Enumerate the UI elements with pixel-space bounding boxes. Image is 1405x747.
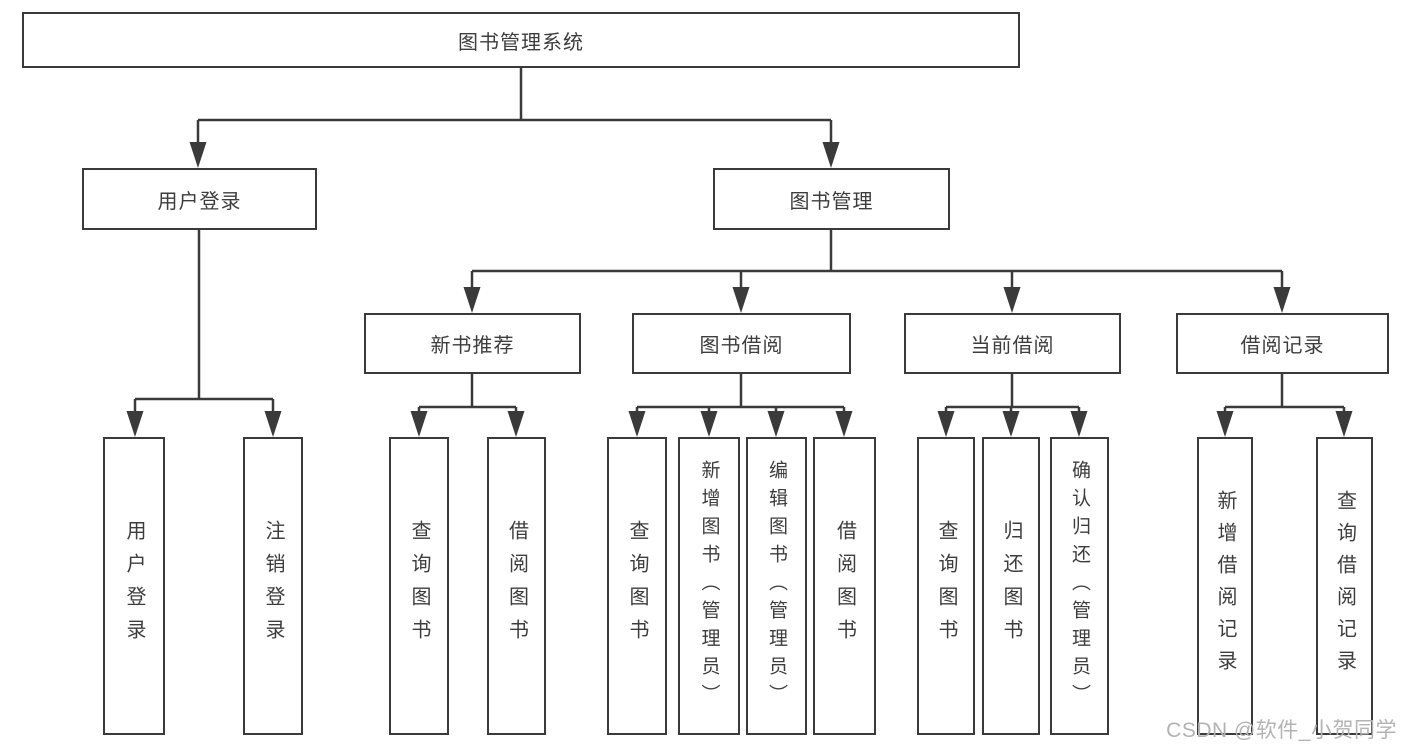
node-book-management: 图书管理 (713, 168, 950, 230)
arrowhead (822, 142, 840, 168)
leaf-add-borrow-record: 新增借阅记录 (1197, 437, 1253, 735)
connector-new-book-split (417, 374, 518, 413)
arrowhead (1216, 411, 1234, 437)
leaf-edit-books-admin: 编辑图书（管理员） (746, 437, 807, 735)
leaf-user-login-label: 用户登录 (123, 520, 145, 652)
leaf-logout-label: 注销登录 (262, 520, 284, 652)
connector-user-login-split (133, 230, 275, 413)
arrowhead (410, 411, 428, 437)
leaf-query-books-borrowing-label: 查询图书 (626, 520, 648, 652)
arrowhead (767, 411, 785, 437)
leaf-return-books: 归还图书 (982, 437, 1040, 735)
arrowhead (189, 142, 207, 168)
connector-root-split (196, 68, 833, 144)
leaf-query-books-current: 查询图书 (917, 437, 975, 735)
arrowhead (1335, 411, 1353, 437)
leaf-query-books-borrowing: 查询图书 (607, 437, 667, 735)
arrowhead (732, 287, 750, 313)
leaf-query-borrow-record: 查询借阅记录 (1316, 437, 1373, 735)
arrowhead (126, 411, 144, 437)
connector-current-borrowing-split (944, 374, 1081, 413)
leaf-add-books-admin: 新增图书（管理员） (678, 437, 740, 735)
arrowhead (507, 411, 525, 437)
connector-book-management-split (470, 230, 1284, 289)
leaf-borrow-books-recommend: 借阅图书 (487, 437, 546, 735)
leaf-query-borrow-record-label: 查询借阅记录 (1333, 490, 1356, 682)
arrowhead (700, 411, 718, 437)
leaf-borrow-books-recommend-label: 借阅图书 (505, 520, 528, 652)
arrowhead (1070, 411, 1088, 437)
node-user-login: 用户登录 (82, 168, 317, 230)
leaf-edit-books-admin-label: 编辑图书（管理员） (766, 460, 787, 712)
leaf-confirm-return-admin: 确认归还（管理员） (1050, 437, 1109, 735)
leaf-return-books-label: 归还图书 (1000, 520, 1022, 652)
node-new-book-recommendation: 新书推荐 (364, 313, 581, 374)
arrowhead (1002, 411, 1020, 437)
leaf-query-books-recommend-label: 查询图书 (408, 520, 430, 652)
leaf-borrow-books-borrowing: 借阅图书 (813, 437, 876, 735)
leaf-add-books-admin-label: 新增图书（管理员） (698, 460, 720, 712)
arrowhead (264, 411, 282, 437)
node-borrowing-records: 借阅记录 (1176, 313, 1389, 374)
leaf-logout: 注销登录 (243, 437, 303, 735)
leaf-add-borrow-record-label: 新增借阅记录 (1214, 490, 1236, 682)
arrowhead (1003, 287, 1021, 313)
connector-borrowing-records-split (1223, 374, 1346, 413)
arrowhead (937, 411, 955, 437)
watermark-text: CSDN @软件_小贺同学 (1166, 719, 1397, 742)
arrowhead (463, 287, 481, 313)
node-current-borrowing: 当前借阅 (904, 313, 1121, 374)
arrowhead (835, 411, 853, 437)
node-book-borrowing: 图书借阅 (632, 313, 851, 374)
leaf-user-login: 用户登录 (103, 437, 165, 735)
leaf-query-books-current-label: 查询图书 (935, 520, 957, 652)
arrowhead (628, 411, 646, 437)
leaf-confirm-return-admin-label: 确认归还（管理员） (1069, 460, 1090, 712)
leaf-query-books-recommend: 查询图书 (389, 437, 449, 735)
connector-book-borrowing-split (635, 374, 846, 413)
node-library-management-system: 图书管理系统 (22, 12, 1020, 68)
arrowhead (1273, 287, 1291, 313)
leaf-borrow-books-borrowing-label: 借阅图书 (833, 520, 856, 652)
